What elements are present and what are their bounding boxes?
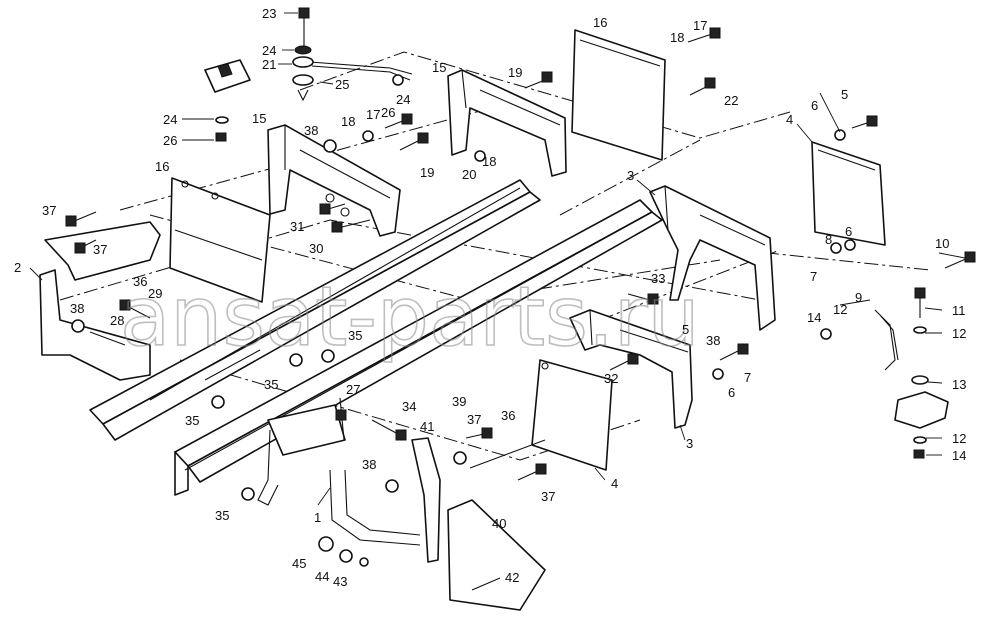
callout-35: 35 xyxy=(185,413,199,428)
callout-38: 38 xyxy=(362,457,376,472)
callout-6: 6 xyxy=(845,224,852,239)
callout-18: 18 xyxy=(670,30,684,45)
callout-18: 18 xyxy=(341,114,355,129)
callout-3: 3 xyxy=(627,168,634,183)
callout-36: 36 xyxy=(133,274,147,289)
callout-12: 12 xyxy=(952,431,966,446)
callout-17: 17 xyxy=(693,18,707,33)
cross-bracket-15-right xyxy=(447,69,567,177)
frame-rail-upper xyxy=(89,179,541,441)
callout-8: 8 xyxy=(825,232,832,247)
callout-26: 26 xyxy=(381,105,395,120)
callout-25: 25 xyxy=(335,77,349,92)
pad-13 xyxy=(894,391,949,429)
callout-32: 32 xyxy=(604,371,618,386)
callout-13: 13 xyxy=(952,377,966,392)
hanger-bracket-3-upper xyxy=(649,185,776,331)
callout-16: 16 xyxy=(155,159,169,174)
callout-34: 34 xyxy=(402,399,416,414)
callout-28: 28 xyxy=(110,313,124,328)
callout-35: 35 xyxy=(264,377,278,392)
callout-39: 39 xyxy=(452,394,466,409)
callout-38: 38 xyxy=(706,333,720,348)
step-assembly-1 xyxy=(257,404,441,563)
callout-9: 9 xyxy=(855,290,862,305)
callout-26: 26 xyxy=(163,133,177,148)
callout-38: 38 xyxy=(70,301,84,316)
callout-12: 12 xyxy=(833,302,847,317)
callout-37: 37 xyxy=(541,489,555,504)
callout-31: 31 xyxy=(290,219,304,234)
callout-24: 24 xyxy=(262,43,276,58)
mud-flap-4-lower xyxy=(531,359,613,471)
pipe-21 xyxy=(292,56,413,102)
side-panel-16-left xyxy=(169,177,271,303)
callout-10: 10 xyxy=(935,236,949,251)
callout-17: 17 xyxy=(366,107,380,122)
callout-5: 5 xyxy=(841,87,848,102)
watermark: ansat-parts.ru xyxy=(120,270,700,365)
bracket-2 xyxy=(39,269,151,381)
callout-7: 7 xyxy=(744,370,751,385)
fasteners xyxy=(65,7,976,591)
callout-45: 45 xyxy=(292,556,306,571)
callout-labels: 23 24 21 25 24 24 26 15 38 18 17 26 19 1… xyxy=(14,6,966,589)
step-plate-42 xyxy=(447,499,546,611)
callout-35: 35 xyxy=(215,508,229,523)
callout-35: 35 xyxy=(348,328,362,343)
callout-37: 37 xyxy=(42,203,56,218)
cross-bracket-15-left xyxy=(267,124,401,237)
leader-lines xyxy=(29,12,966,506)
callout-37: 37 xyxy=(467,412,481,427)
callout-43: 43 xyxy=(333,574,347,589)
callout-42: 42 xyxy=(505,570,519,585)
pipe-9 xyxy=(839,299,899,371)
callout-7: 7 xyxy=(810,269,817,284)
hanger-bracket-3-lower xyxy=(569,309,693,429)
callout-21: 21 xyxy=(262,57,276,72)
callout-38: 38 xyxy=(304,123,318,138)
callout-15: 15 xyxy=(432,60,446,75)
mud-flap-4-upper xyxy=(811,141,886,246)
callout-18: 18 xyxy=(482,154,496,169)
callout-40: 40 xyxy=(492,516,506,531)
callout-16: 16 xyxy=(593,15,607,30)
callout-6: 6 xyxy=(811,98,818,113)
callout-37: 37 xyxy=(93,242,107,257)
callout-33: 33 xyxy=(651,271,665,286)
callout-14: 14 xyxy=(807,310,821,325)
side-panel-16-right xyxy=(571,29,666,161)
callout-3: 3 xyxy=(686,436,693,451)
callout-36: 36 xyxy=(501,408,515,423)
callout-22: 22 xyxy=(724,93,738,108)
callout-4: 4 xyxy=(786,112,793,127)
callout-27: 27 xyxy=(346,382,360,397)
callout-14: 14 xyxy=(952,448,966,463)
callout-44: 44 xyxy=(315,569,329,584)
strap-37 xyxy=(44,221,161,281)
callout-30: 30 xyxy=(309,241,323,256)
callout-24: 24 xyxy=(163,112,177,127)
callout-2: 2 xyxy=(14,260,21,275)
callout-41: 41 xyxy=(420,419,434,434)
callout-12: 12 xyxy=(952,326,966,341)
callout-1: 1 xyxy=(314,510,321,525)
callout-19: 19 xyxy=(508,65,522,80)
callout-29: 29 xyxy=(148,286,162,301)
callout-6: 6 xyxy=(728,385,735,400)
callout-23: 23 xyxy=(262,6,276,21)
callout-24: 24 xyxy=(396,92,410,107)
rubber-pad xyxy=(204,59,251,93)
callout-5: 5 xyxy=(682,322,689,337)
callout-20: 20 xyxy=(462,167,476,182)
callout-15: 15 xyxy=(252,111,266,126)
callout-11: 11 xyxy=(952,303,966,318)
callout-19: 19 xyxy=(420,165,434,180)
callout-4: 4 xyxy=(611,476,618,491)
